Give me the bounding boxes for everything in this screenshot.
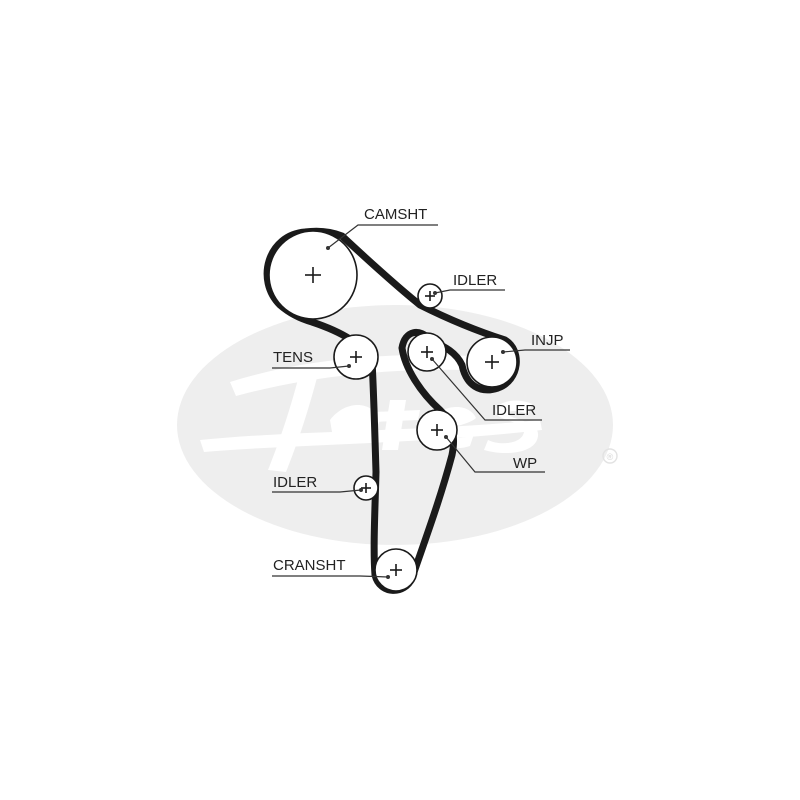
idler-pulley-top — [417, 283, 443, 309]
label-tensioner: TENS — [273, 349, 313, 366]
leader-crankshaft — [272, 575, 389, 578]
leader-camshaft — [327, 224, 438, 249]
label-idler-middle: IDLER — [492, 402, 536, 419]
leader-idler-bottom — [272, 489, 362, 493]
label-camshaft: CAMSHT — [364, 206, 427, 223]
leader-tensioner — [272, 365, 350, 369]
leader-water-pump — [445, 436, 545, 473]
label-water-pump: WP — [513, 455, 537, 472]
injection-pump-pulley — [466, 336, 518, 388]
water-pump-pulley — [416, 409, 458, 451]
leader-idler-middle — [431, 358, 542, 421]
registered-mark-text: ® — [607, 452, 614, 462]
label-crankshaft: CRANSHT — [273, 557, 346, 574]
leader-idler-top — [434, 289, 505, 294]
label-idler-bottom: IDLER — [273, 474, 317, 491]
idler-pulley-middle — [407, 332, 447, 372]
leader-injection-pump — [502, 349, 570, 353]
idler-pulley-bottom — [353, 475, 379, 501]
registered-mark: ® — [602, 448, 618, 464]
label-injection-pump: INJP — [531, 332, 564, 349]
label-idler-top: IDLER — [453, 272, 497, 289]
timing-belt — [263, 227, 520, 594]
tensioner-pulley — [333, 334, 379, 380]
camshaft-pulley — [268, 230, 358, 320]
leader-lines — [272, 224, 570, 579]
crankshaft-pulley — [374, 548, 418, 592]
